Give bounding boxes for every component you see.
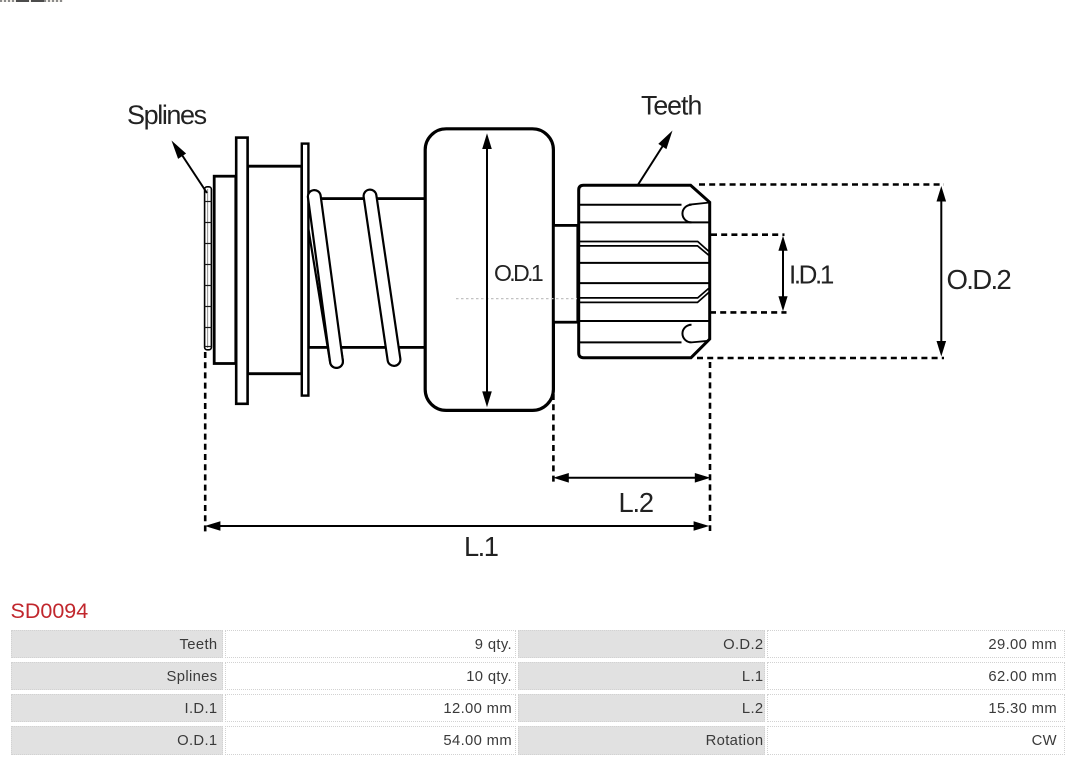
svg-text:I.D.1: I.D.1 — [789, 260, 834, 290]
svg-text:O.D.1: O.D.1 — [494, 260, 543, 286]
svg-text:L.1: L.1 — [464, 531, 498, 562]
svg-text:Splines: Splines — [127, 100, 207, 130]
svg-text:L.2: L.2 — [619, 487, 653, 518]
svg-text:Teeth: Teeth — [641, 91, 701, 121]
svg-text:O.D.2: O.D.2 — [947, 264, 1011, 295]
